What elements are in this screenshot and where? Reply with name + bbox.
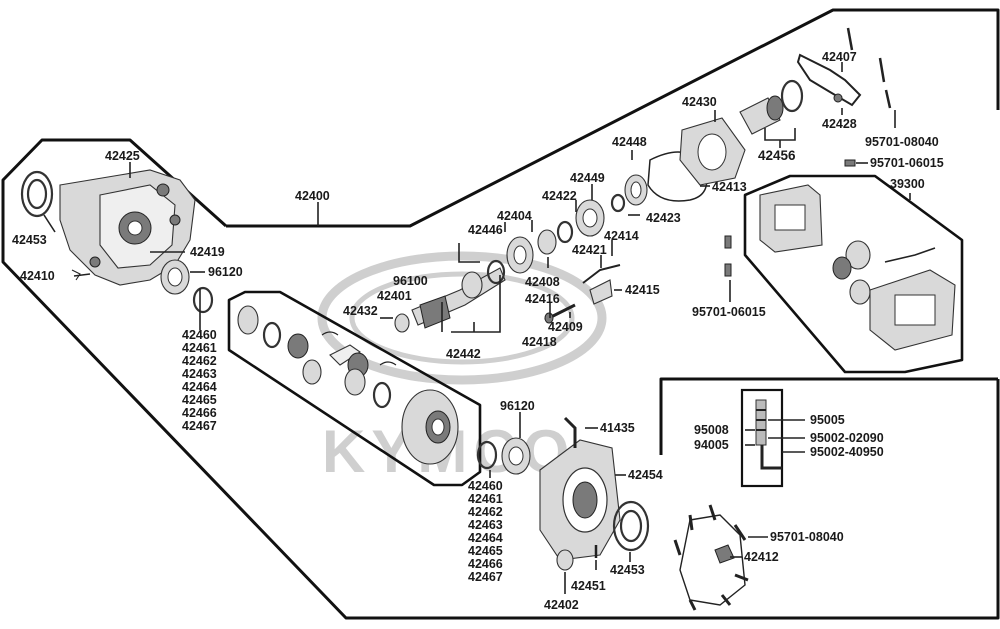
plug-42402	[556, 549, 574, 571]
bearing-96120-bottom	[501, 437, 531, 475]
seal-42453-bottom	[612, 500, 650, 552]
label-41435: 41435	[600, 421, 635, 435]
label-42432: 42432	[343, 304, 378, 318]
fitting-41435	[563, 416, 577, 448]
label-42419: 42419	[190, 245, 225, 259]
label-42467-left: 42467	[182, 419, 217, 433]
label-95701-08040-bottom: 95701-08040	[770, 530, 844, 544]
screw-95701-06015-top	[844, 159, 856, 167]
label-42407: 42407	[822, 50, 857, 64]
outline-main	[1, 8, 1000, 620]
leader-lines	[43, 62, 911, 594]
label-42448: 42448	[612, 135, 647, 149]
label-42404: 42404	[497, 209, 532, 223]
screws-95701-06015-left	[724, 235, 732, 277]
label-42414: 42414	[604, 229, 639, 243]
label-42461-bottom: 42461	[468, 492, 503, 506]
label-39300: 39300	[890, 177, 925, 191]
cover-42430	[679, 117, 746, 186]
label-42465-left: 42465	[182, 393, 217, 407]
label-42461-left: 42461	[182, 341, 217, 355]
label-42460-bottom: 42460	[468, 479, 503, 493]
label-42466-left: 42466	[182, 406, 217, 420]
label-94005: 94005	[694, 438, 729, 452]
label-42454: 42454	[628, 468, 663, 482]
label-95005: 95005	[810, 413, 845, 427]
label-42449: 42449	[570, 171, 605, 185]
fork-assembly	[544, 264, 621, 324]
label-42446: 42446	[468, 223, 503, 237]
label-42467-bottom: 42467	[468, 570, 503, 584]
label-95002-02090: 95002-02090	[810, 431, 884, 445]
label-42464-left: 42464	[182, 380, 217, 394]
bracket-42428	[796, 53, 862, 107]
label-42428: 42428	[822, 117, 857, 131]
label-42465-bottom: 42465	[468, 544, 503, 558]
label-96100: 96100	[393, 274, 428, 288]
outline-gear-kit	[227, 290, 482, 487]
label-42402: 42402	[544, 598, 579, 612]
hose-kit-parts	[755, 399, 782, 470]
bearing-96120-left	[160, 259, 190, 295]
outline-actuator	[743, 174, 964, 374]
screw-42410	[71, 269, 81, 281]
label-42400: 42400	[295, 189, 330, 203]
label-42451: 42451	[571, 579, 606, 593]
shaft-assembly	[394, 174, 648, 333]
label-42416: 42416	[525, 292, 560, 306]
label-42423: 42423	[646, 211, 681, 225]
plate-42412	[714, 544, 735, 564]
label-42408: 42408	[525, 275, 560, 289]
label-95002-40950: 95002-40950	[810, 445, 884, 459]
label-42442: 42442	[446, 347, 481, 361]
cover-42454	[539, 439, 621, 561]
label-42409: 42409	[548, 320, 583, 334]
seal-42453-left	[20, 170, 54, 218]
part-housing-42425	[59, 169, 196, 286]
label-95701-06015-top: 95701-06015	[870, 156, 944, 170]
label-42463-bottom: 42463	[468, 518, 503, 532]
label-42421: 42421	[572, 243, 607, 257]
label-42422: 42422	[542, 189, 577, 203]
label-42425: 42425	[105, 149, 140, 163]
label-42460-left: 42460	[182, 328, 217, 342]
part-labels: 42400 42425 42453 42419 42410 96120 4246…	[12, 50, 944, 612]
label-42413: 42413	[712, 180, 747, 194]
shim-bottom	[476, 440, 498, 470]
bolts-95701-08040-top	[846, 27, 892, 109]
label-42466-bottom: 42466	[468, 557, 503, 571]
label-42453-left: 42453	[12, 233, 47, 247]
gear-kit-parts	[237, 305, 459, 465]
actuator-39300	[759, 184, 956, 351]
shim-left	[192, 286, 214, 314]
label-42412: 42412	[744, 550, 779, 564]
label-42453-bottom: 42453	[610, 563, 645, 577]
label-42463-left: 42463	[182, 367, 217, 381]
label-95701-06015-left: 95701-06015	[692, 305, 766, 319]
label-42456: 42456	[758, 148, 796, 163]
label-42464-bottom: 42464	[468, 531, 503, 545]
label-42415: 42415	[625, 283, 660, 297]
label-42418: 42418	[522, 335, 557, 349]
sleeve-42456	[739, 79, 804, 135]
label-42401: 42401	[377, 289, 412, 303]
label-95701-08040-top: 95701-08040	[865, 135, 939, 149]
label-42410: 42410	[20, 269, 55, 283]
label-42462-bottom: 42462	[468, 505, 503, 519]
label-42430: 42430	[682, 95, 717, 109]
bolt-ring-95701-08040	[673, 504, 749, 611]
label-95008: 95008	[694, 423, 729, 437]
label-96120-bottom: 96120	[500, 399, 535, 413]
label-42462-left: 42462	[182, 354, 217, 368]
label-96120-left: 96120	[208, 265, 243, 279]
